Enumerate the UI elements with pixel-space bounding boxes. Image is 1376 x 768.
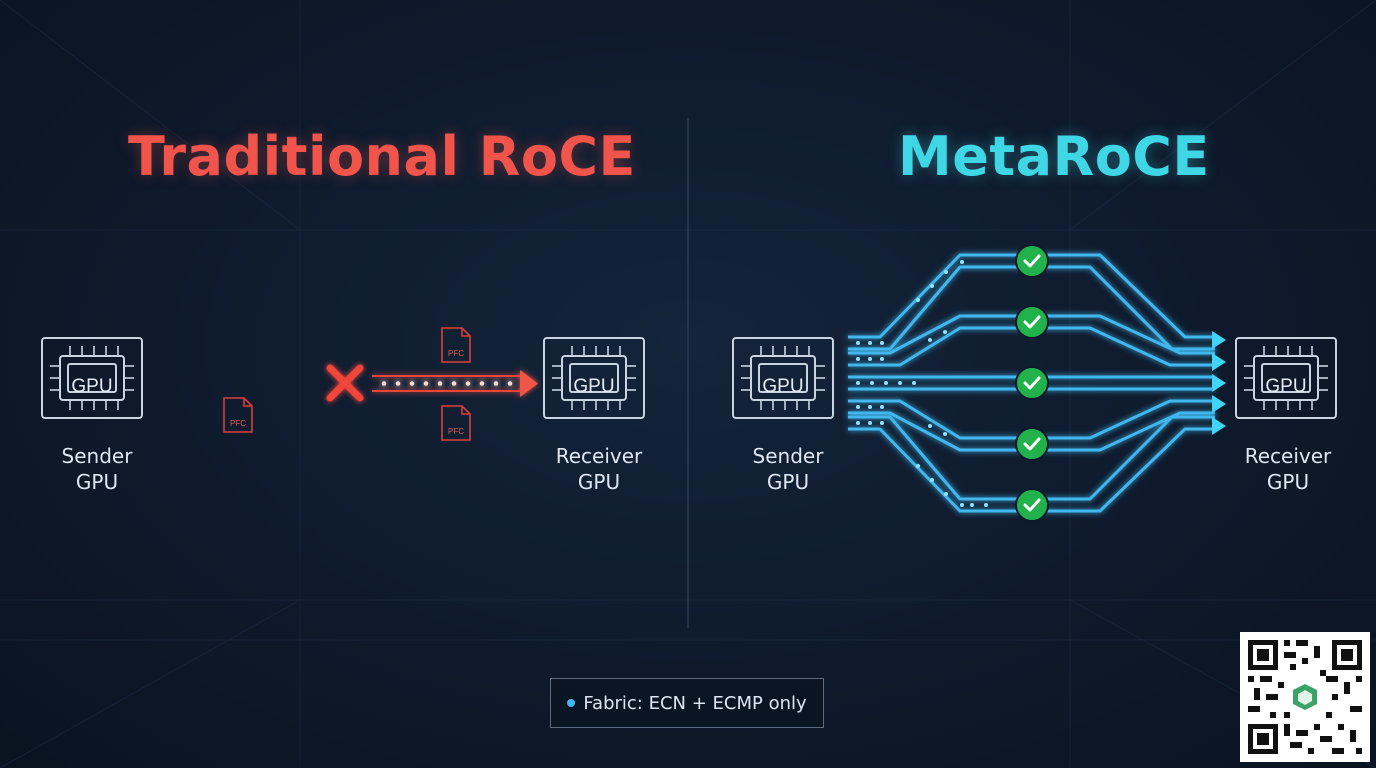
receiver-label-line1: Receiver [1244, 444, 1332, 468]
sender-label-line2: GPU [75, 470, 119, 494]
check-circle-icon [1015, 305, 1049, 339]
qr-code [1240, 632, 1370, 762]
legend-dot-icon [567, 699, 576, 707]
pfc-file-icon: PFC [441, 405, 471, 441]
receiver-gpu-label-left: Receiver GPU [529, 443, 669, 495]
path-arrowheads [1212, 331, 1226, 435]
qr-code-image [1240, 632, 1370, 762]
sender-gpu-chip-text-right: GPU [762, 376, 803, 397]
sender-gpu-label-right: Sender GPU [718, 443, 858, 495]
receiver-gpu-chip-right [1235, 337, 1337, 419]
traditional-roce-title: Traditional RoCE [128, 125, 636, 189]
sender-label-line1: Sender [752, 444, 824, 468]
pfc-label: PFC [448, 349, 464, 358]
sender-gpu-label-left: Sender GPU [27, 443, 167, 495]
receiver-gpu-chip-text-right: GPU [1265, 376, 1306, 397]
packet-dots [856, 260, 988, 507]
check-circle-icon [1015, 244, 1049, 278]
metaroce-title: MetaRoCE [898, 125, 1210, 189]
legend-text: Fabric: ECN + ECMP only [583, 692, 807, 714]
x-mark-icon [326, 364, 364, 402]
check-circle-icon [1015, 427, 1049, 461]
check-circle-icon [1015, 366, 1049, 400]
receiver-gpu-chip-text-left: GPU [573, 376, 614, 397]
sender-label-line2: GPU [766, 470, 810, 494]
pfc-file-icon: PFC [441, 327, 471, 363]
receiver-gpu-chip-left [543, 337, 645, 419]
sender-gpu-chip-text-left: GPU [71, 376, 112, 397]
sender-label-line1: Sender [61, 444, 133, 468]
pfc-label: PFC [448, 427, 464, 436]
receiver-label-line2: GPU [1266, 470, 1310, 494]
receiver-label-line1: Receiver [555, 444, 643, 468]
check-circle-icon [1015, 488, 1049, 522]
sender-gpu-chip-left [41, 337, 143, 419]
paused-flow-arrow [372, 370, 538, 397]
sender-gpu-chip-right [732, 337, 834, 419]
pfc-file-icon: PFC [223, 397, 253, 433]
receiver-gpu-label-right: Receiver GPU [1218, 443, 1358, 495]
receiver-label-line2: GPU [577, 470, 621, 494]
pfc-label: PFC [230, 419, 246, 428]
fabric-legend: Fabric: ECN + ECMP only [550, 678, 824, 728]
